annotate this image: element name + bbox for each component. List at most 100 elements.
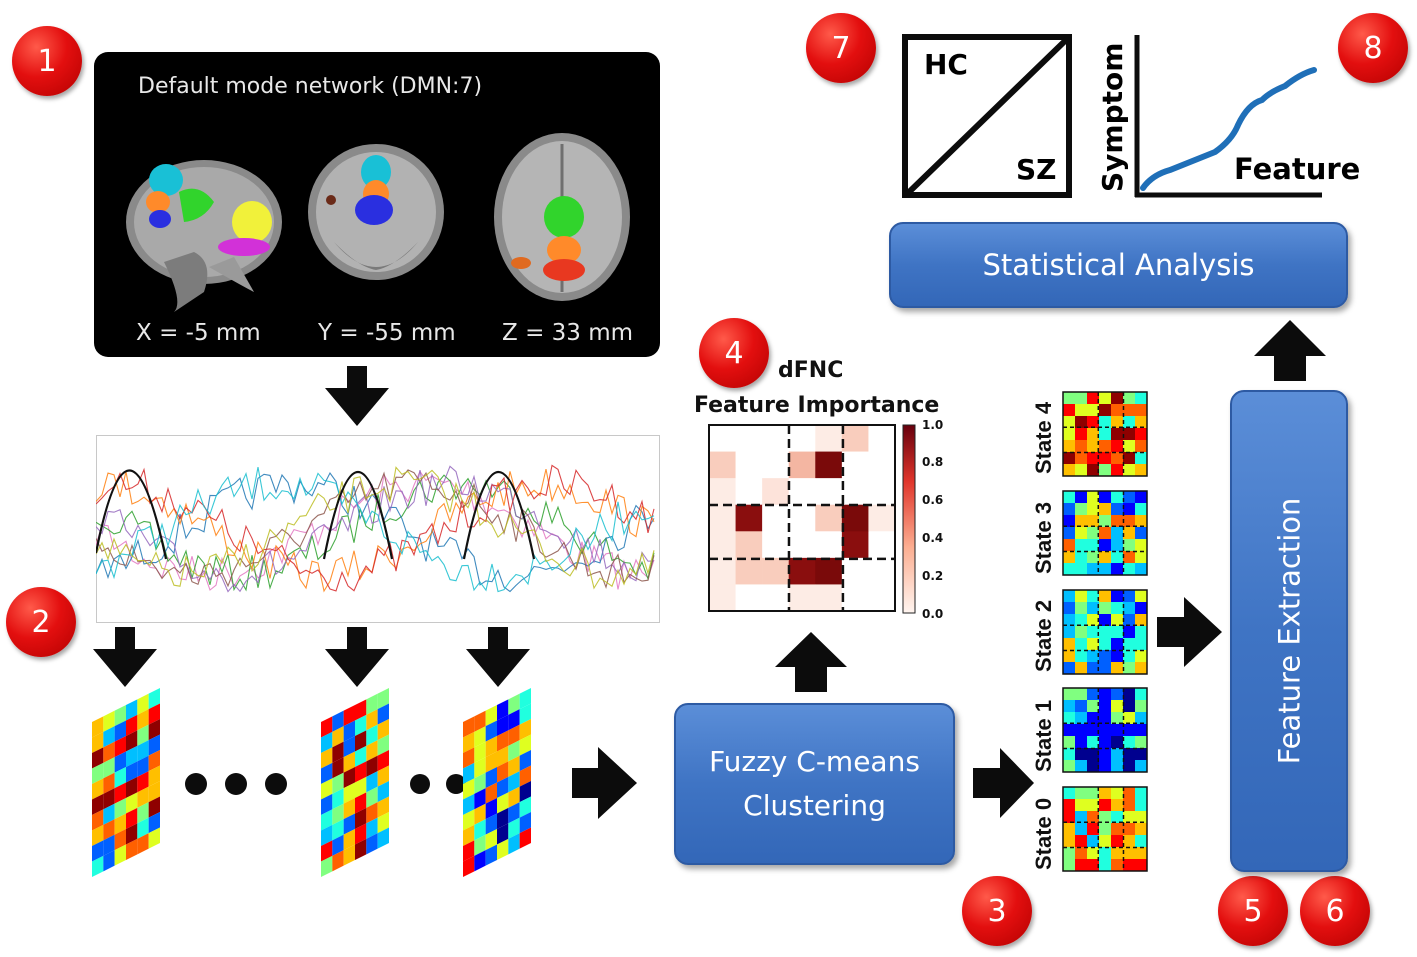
matrix-cell [332,803,344,825]
matrix-cell [114,767,126,789]
state-matrix-cell [1123,748,1136,761]
matrix-cell [343,705,355,727]
state-matrix-cell [1099,847,1112,860]
dfnc-cell [709,425,736,452]
state-matrix-cell [1099,799,1112,812]
matrix-cell [126,838,138,860]
state-matrix-cell [1063,539,1076,552]
state-matrix-cell [1111,602,1124,615]
symptom-axis-label: Symptom [1096,42,1129,192]
state-matrix-cell [1111,811,1124,824]
state-matrix-cell [1111,823,1124,836]
matrix-cell [497,761,509,783]
brain-panel: Default mode network (DMN:7) [94,52,660,357]
state-matrix-cell [1111,724,1124,737]
state-matrix-cell [1087,712,1100,725]
matrix-cell [332,819,344,841]
state-matrix-cell [1135,440,1148,453]
state-matrix-cell [1099,404,1112,417]
dfnc-heatmap [708,424,896,612]
matrix-cell [366,709,378,731]
arrow-right-to-feature-extraction [1157,597,1222,667]
matrix-cell [103,834,115,856]
state-matrix-cell [1063,428,1076,441]
matrix-cell [332,788,344,810]
matrix-cell [355,699,367,721]
state-matrix-cell [1063,638,1076,651]
dfnc-cell [788,531,816,559]
state-matrix-cell [1063,724,1076,737]
dfnc-colorbar [902,424,916,614]
state-matrix-cell [1075,688,1088,701]
matrix-cell [148,734,160,756]
arrow-right-to-clustering [572,747,637,819]
state-matrix-cell [1135,626,1148,639]
matrix-cell [508,802,520,824]
matrix-cell [126,807,138,829]
matrix-cell [366,817,378,839]
state-matrix-cell [1111,748,1124,761]
matrix-cell [497,792,509,814]
matrix-cell [463,747,475,769]
dfnc-cell [841,478,869,506]
state-matrix-cell [1135,724,1148,737]
matrix-cell [321,747,333,769]
matrix-cell [332,834,344,856]
matrix-cell [366,740,378,762]
state-matrix-cell [1111,847,1124,860]
state-matrix-cell [1135,787,1148,800]
matrix-cell [332,710,344,732]
matrix-cell [463,778,475,800]
matrix-cell [497,807,509,829]
state-matrix-cell [1123,503,1136,516]
sz-label: SZ [1016,153,1057,186]
state-matrix-cell [1087,638,1100,651]
matrix-cell [474,710,486,732]
window-matrix-1 [92,688,160,877]
matrix-cell [485,767,497,789]
matrix-cell [377,827,389,849]
matrix-cell [519,719,531,741]
state-matrix-cell [1099,602,1112,615]
dfnc-cell [815,504,843,532]
dfnc-cell [735,451,763,479]
state-matrix-cell [1063,811,1076,824]
dfnc-cell [868,504,896,532]
state-matrix-cell [1087,835,1100,848]
state-matrix-cell [1087,515,1100,528]
state-matrix-cell [1123,452,1136,465]
matrix-cell [321,716,333,738]
matrix-cell [114,751,126,773]
state-matrix-cell [1075,787,1088,800]
state-matrix-cell [1075,602,1088,615]
matrix-cell [366,802,378,824]
dfnc-title: dFNC [778,358,844,383]
matrix-cell [343,782,355,804]
state-matrix-cell [1099,638,1112,651]
matrix-cell [126,776,138,798]
matrix-cell [355,714,367,736]
state-matrix-cell [1063,527,1076,540]
arrow-up-to-dfnc [775,632,847,692]
statistical-analysis-box: Statistical Analysis [889,222,1348,308]
state-matrix-cell [1063,847,1076,860]
matrix-cell [332,757,344,779]
matrix-cell [92,778,104,800]
state-matrix-cell [1099,748,1112,761]
colorbar-tick-0-2: 0.2 [922,569,944,583]
state-matrix-cell [1075,748,1088,761]
state-matrix-cell [1075,464,1088,477]
matrix-cell [508,709,520,731]
state-matrix-cell [1123,590,1136,603]
dfnc-cell [709,557,736,585]
feature-extraction-box: Feature Extraction [1230,390,1348,872]
state-matrices [1062,391,1148,872]
state-matrix-cell [1063,835,1076,848]
coronal-slice [308,144,444,280]
state-matrix-cell [1075,847,1088,860]
state-matrix-cell [1111,440,1124,453]
state-matrix-cell [1099,724,1112,737]
state-matrix-cell [1135,452,1148,465]
axial-slice [494,133,630,301]
state-matrix-cell [1075,662,1088,675]
